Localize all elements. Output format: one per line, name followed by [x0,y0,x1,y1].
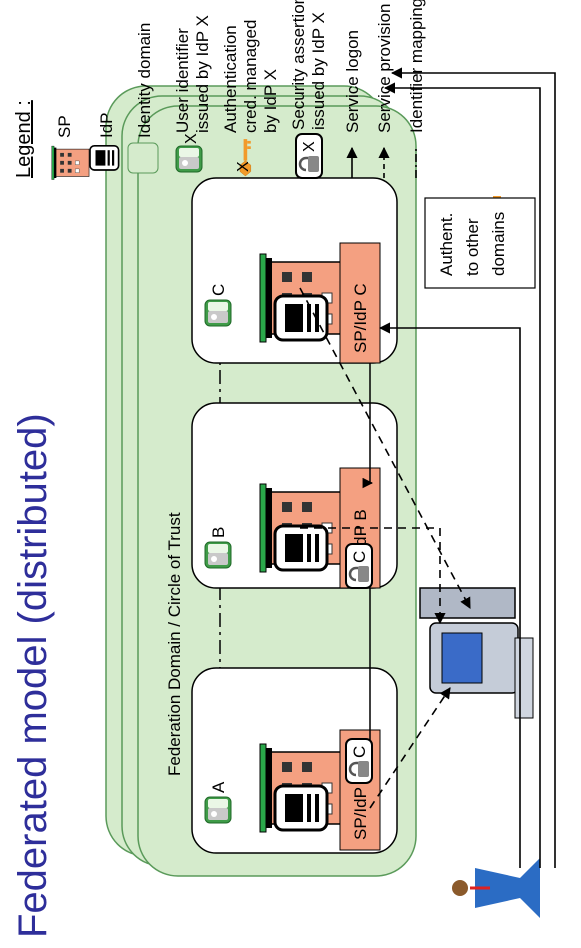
legend-logon-label: Service logon [343,30,362,133]
legend-key-badge: X [235,161,252,172]
other-domains-box: Authent. to other domains [424,197,536,289]
user-identifier-badge-icon [204,541,232,569]
service-provision-arrow-a [369,687,451,809]
legend-logon-entry: Service logon [343,30,362,178]
service-logon-arrow-other-1 [383,82,541,868]
legend-heading: Legend : [13,100,35,178]
federation-label: Federation Domain / Circle of Trust [165,512,184,776]
legend-assertion-badge: X [301,141,318,152]
legend-provision-entry: Service provision [375,4,394,178]
legend-idp-entry: IdP [89,112,120,171]
identity-domain-swatch [127,142,159,174]
other-domains-line-1: Authent. [437,213,456,276]
node-a-label: SP/IdP A [351,772,370,840]
legend-domain-label: Identity domain [135,23,154,138]
service-provision-arrow-c [299,287,471,609]
legend-assertion-line-2: issued by IdP X [309,12,328,130]
legend-domain-entry: Identity domain [127,23,159,174]
legend-key-line-2: cred. managed [241,20,260,133]
legend-identifier-line-1: User identifier [173,28,192,133]
node-c: C SP/IdP C [191,177,398,364]
idp-server-icon [273,784,329,832]
legend-mapping-entry: Identifier mapping [407,0,426,178]
legend-identifier-line-2: issued by IdP X [193,15,212,133]
legend-identifier-badge: X [183,133,200,144]
legend-key-line-3: by IdP X [261,69,280,133]
node-c-badge-letter: C [209,284,228,296]
node-a-badge-letter: A [209,781,228,793]
service-logon-arrow-other-2 [390,67,556,868]
idp-server-icon [89,144,120,171]
legend-sp-entry: SP [51,115,90,180]
node-b-badge-letter: B [209,527,228,538]
assertion-arrow-cb [362,363,374,489]
legend-sp-label: SP [55,115,74,138]
legend: Legend : SP IdP Identity domain X User i… [13,0,426,180]
service-provision-arrow-b [300,527,446,625]
user-identifier-badge-icon [204,796,232,824]
legend-assertion-entry: X Security assertion issued by IdP X [289,0,328,180]
other-domains-line-2: to other [463,218,482,276]
user-person-icon [452,858,540,918]
legend-mapping-label: Identifier mapping [407,0,426,133]
legend-identifier-entry: X User identifier issued by IdP X [173,15,212,173]
idp-server-icon [273,294,329,342]
legend-provision-label: Service provision [375,4,394,133]
idp-server-icon [273,524,329,572]
user-identifier-badge-icon [175,145,203,173]
user-identifier-badge-icon [204,299,232,327]
assertion-badge-cb: C [350,551,369,563]
legend-key-entry: X Authentication cred. managed by IdP X [221,20,280,177]
service-logon-arrow-c [378,322,521,868]
assertion-badge-ca: C [350,746,369,758]
user-computer [419,587,534,719]
sp-building-icon [51,145,90,180]
diagram-title: Federated model (distributed) [11,413,55,938]
other-domains-line-3: domains [489,212,508,276]
legend-idp-label: IdP [97,112,116,138]
node-c-label: SP/IdP C [351,283,370,353]
legend-key-line-1: Authentication [221,25,240,133]
legend-assertion-line-1: Security assertion [289,0,308,130]
